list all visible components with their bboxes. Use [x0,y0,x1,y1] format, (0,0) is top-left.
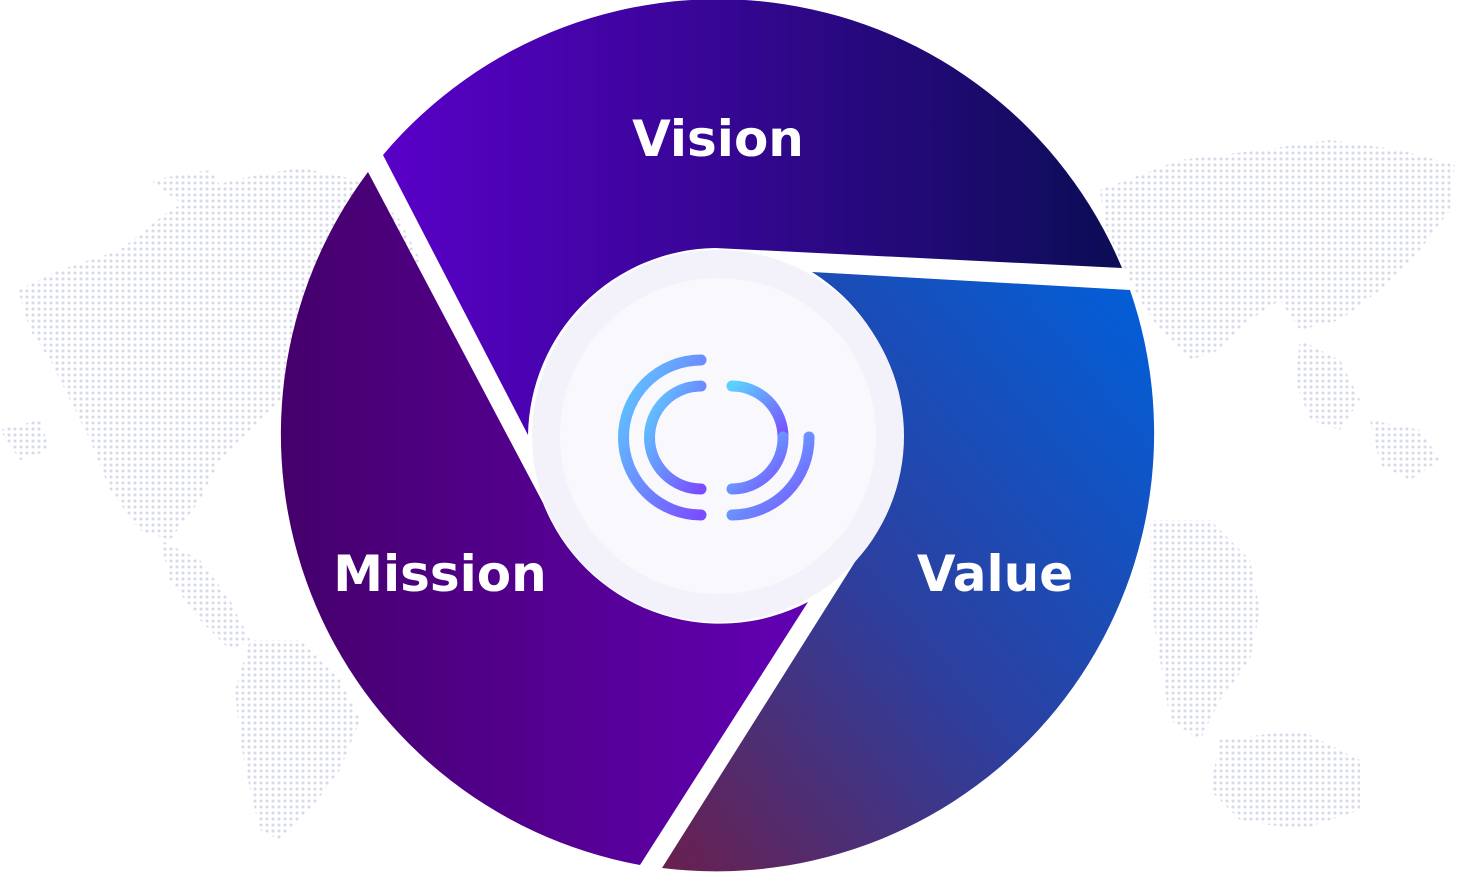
vision-label: Vision [632,110,804,168]
vision-segment [383,0,1122,435]
center-hub-inner [560,278,876,594]
mission-segment [280,172,808,865]
value-segment [662,272,1155,872]
eb-globe-logo [618,354,815,521]
value-label: Value [917,545,1073,603]
mission-label: Mission [333,545,547,603]
